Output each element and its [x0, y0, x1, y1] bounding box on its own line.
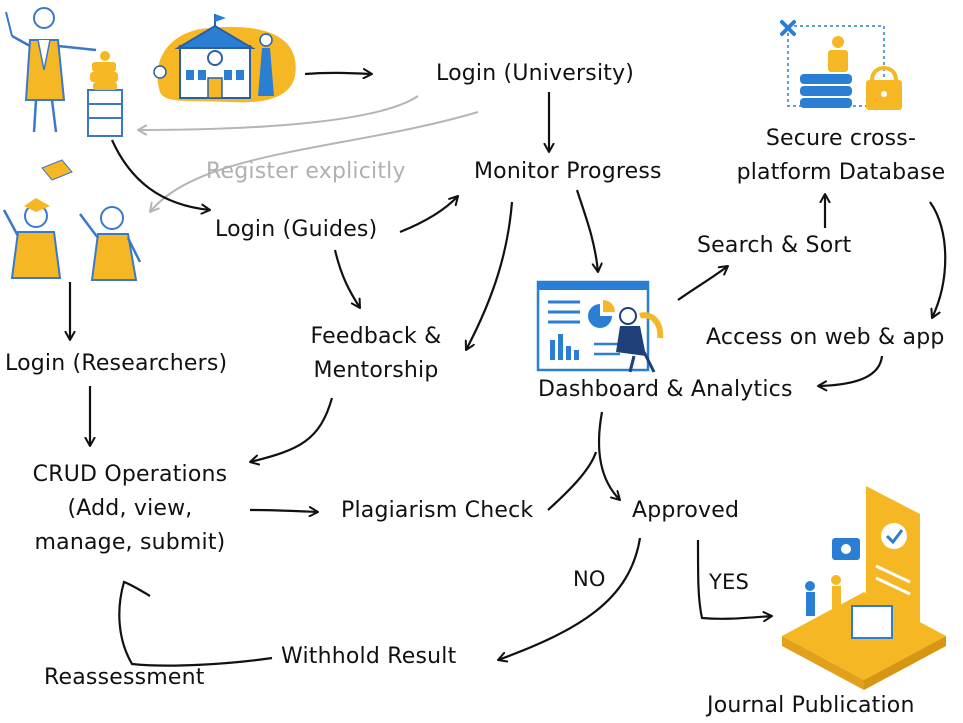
- node-register-explicitly: Register explicitly: [206, 159, 406, 184]
- arrow-access-to-dashboard: [818, 355, 884, 386]
- node-secure-database: Secure cross- platform Database: [728, 122, 954, 190]
- node-plagiarism-check: Plagiarism Check: [341, 498, 534, 523]
- node-crud-line1: CRUD Operations: [32, 462, 228, 487]
- arrow-professor-to-guides: [110, 139, 210, 210]
- node-feedback-line1: Feedback &: [310, 324, 442, 349]
- database-lock-illustration: [780, 20, 902, 110]
- node-login-guides: Login (Guides): [215, 217, 378, 242]
- graduates-illustration: [2, 159, 142, 281]
- arrow-monitor-to-dashboard: [575, 189, 598, 272]
- node-login-university: Login (University): [436, 61, 635, 86]
- arrow-feedback-to-crud: [250, 397, 334, 462]
- journal-publication-illustration: [782, 486, 946, 690]
- arrow-dashboard-to-search: [677, 266, 728, 301]
- arrow-withhold-to-crud: [118, 580, 273, 667]
- dashboard-analytics-illustration: [536, 280, 664, 373]
- node-crud-line3: manage, submit): [34, 530, 226, 555]
- arrow-dashboard-to-approved: [597, 411, 620, 500]
- node-login-researchers: Login (Researchers): [5, 351, 228, 376]
- professor-illustration: [5, 7, 123, 137]
- arrow-guides-to-monitor: [399, 196, 458, 234]
- university-building-illustration: [153, 14, 296, 103]
- node-feedback-mentorship: Feedback & Mentorship: [304, 320, 448, 388]
- arrow-database-to-access: [929, 201, 947, 318]
- node-withhold-result: Withhold Result: [281, 644, 457, 669]
- label-yes: YES: [709, 570, 750, 594]
- node-secure-database-line2: platform Database: [736, 160, 946, 185]
- arrow-approved-to-withhold: [498, 537, 642, 660]
- node-reassessment: Reassessment: [44, 665, 205, 690]
- node-crud-operations: CRUD Operations (Add, view, manage, subm…: [10, 458, 250, 560]
- arrow-approved-to-journal: [696, 539, 772, 619]
- node-crud-line2: (Add, view,: [67, 496, 193, 521]
- label-no: NO: [573, 567, 606, 591]
- arrow-university-to-login: [304, 73, 372, 74]
- node-journal-publication: Journal Publication: [707, 693, 915, 718]
- arrow-plagiarism-to-approved: [547, 451, 598, 511]
- node-feedback-line2: Mentorship: [313, 358, 439, 383]
- arrow-monitor-to-feedback: [466, 201, 514, 350]
- arrow-crud-to-plagiarism: [249, 510, 318, 512]
- node-dashboard-analytics: Dashboard & Analytics: [538, 377, 793, 402]
- node-approved: Approved: [632, 498, 740, 523]
- arrow-register-to-graduates: [150, 111, 479, 212]
- node-search-sort: Search & Sort: [697, 233, 852, 258]
- node-monitor-progress: Monitor Progress: [474, 159, 662, 184]
- node-secure-database-line1: Secure cross-: [765, 126, 917, 151]
- node-access-web-app: Access on web & app: [706, 325, 945, 350]
- arrow-register-to-professor: [138, 95, 419, 130]
- arrow-guides-to-feedback: [333, 249, 360, 308]
